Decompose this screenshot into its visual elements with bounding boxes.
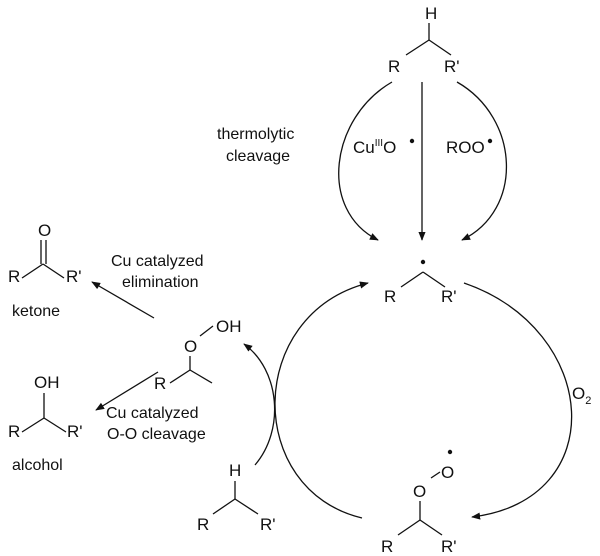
radical-left-bond	[400, 271, 424, 288]
svg-text:CuIIIO: CuIIIO	[353, 138, 396, 157]
alcohol-left-bond	[21, 417, 45, 433]
ketone-right-bond	[42, 263, 65, 279]
svg-text:O2: O2	[572, 384, 591, 407]
hydroperoxide-r-label: R	[154, 374, 166, 393]
roo-label: ROO	[446, 138, 485, 157]
cu-oxyl-radical: CuIIIO	[353, 138, 415, 157]
oo-cleavage-label-line1: Cu catalyzed	[106, 405, 199, 422]
thermolytic-label-line2: cleavage	[226, 148, 290, 165]
elimination-arrow	[91, 281, 155, 319]
peroxyl-oo-bond	[430, 471, 441, 479]
hydroperoxide-left-bond	[169, 369, 191, 384]
elimination-label-line2: elimination	[122, 274, 198, 291]
thermolytic-label-line1: thermolytic	[217, 126, 294, 143]
top-substrate: H R R'	[388, 4, 460, 76]
alcohol-r-label: R	[8, 422, 20, 441]
peroxyl-right-bond	[419, 519, 443, 536]
top-r-label: R	[388, 57, 400, 76]
peroxyl-o-inner: O	[413, 482, 426, 501]
ketone-r-label: R	[8, 267, 20, 286]
oo-cleavage-arrow	[95, 371, 159, 411]
alcohol-product: OH R R' alcohol	[8, 373, 83, 474]
bottom-h-label: H	[229, 461, 241, 480]
ketone-rp-label: R'	[66, 267, 82, 286]
radical-r-label: R	[384, 287, 396, 306]
oo-cleavage-label-line2: O-O cleavage	[107, 426, 206, 443]
bottom-right-bond	[234, 498, 259, 515]
peroxyl-o-outer: O	[441, 463, 454, 482]
carbon-radical: R R'	[384, 259, 457, 306]
ketone-name: ketone	[12, 303, 60, 320]
elimination-label-line1: Cu catalyzed	[111, 253, 204, 270]
h-abstraction-arrow	[274, 281, 369, 519]
hydroperoxide-o-label: O	[184, 337, 197, 356]
roo-arrow	[456, 81, 508, 241]
bottom-r-label: R	[197, 515, 209, 534]
bottom-rp-label: R'	[260, 515, 276, 534]
peroxyl-radical-dot	[447, 449, 453, 455]
bottom-substrate: H R R'	[197, 461, 276, 534]
hydroperoxide-formation-arrow	[243, 343, 276, 466]
peroxyl-r-label: R	[381, 537, 393, 556]
alcohol-right-bond	[43, 417, 67, 433]
ketone-o-label: O	[38, 221, 51, 240]
top-h-label: H	[425, 4, 437, 23]
roo-radical-dot	[487, 138, 493, 144]
peroxyl-radical: O O R R'	[381, 449, 457, 556]
hydroperoxide-oh-label: OH	[216, 317, 242, 336]
hydroperoxide-methyl-bond	[189, 369, 213, 384]
peroxyl-reagent: ROO	[446, 138, 493, 157]
carbon-radical-dot	[420, 259, 426, 265]
alcohol-oh-label: OH	[34, 373, 60, 392]
alcohol-name: alcohol	[12, 457, 63, 474]
top-right-bond	[428, 39, 452, 56]
radical-rp-label: R'	[441, 287, 457, 306]
ketone-product: O R R' ketone	[8, 221, 82, 320]
hydroperoxide-oo-bond	[199, 325, 214, 337]
radical-right-bond	[422, 271, 446, 288]
bottom-left-bond	[212, 498, 236, 515]
peroxyl-rp-label: R'	[441, 537, 457, 556]
cu-oxyl-oxidation-state: III	[375, 138, 383, 149]
hydroperoxide: OH O R	[154, 317, 242, 393]
ketone-left-bond	[21, 263, 44, 279]
alcohol-rp-label: R'	[67, 422, 83, 441]
cu-oxyl-radical-dot	[409, 138, 415, 144]
cu-oxyl-base: Cu	[353, 138, 375, 157]
top-rp-label: R'	[444, 57, 460, 76]
o2-subscript: 2	[585, 395, 591, 407]
thermolytic-arrow	[338, 81, 393, 241]
peroxyl-left-bond	[397, 519, 421, 536]
cu-oxyl-o: O	[383, 138, 396, 157]
o2-addition-arrow	[463, 282, 573, 520]
top-left-bond	[405, 39, 430, 56]
o2-label: O	[572, 384, 585, 403]
